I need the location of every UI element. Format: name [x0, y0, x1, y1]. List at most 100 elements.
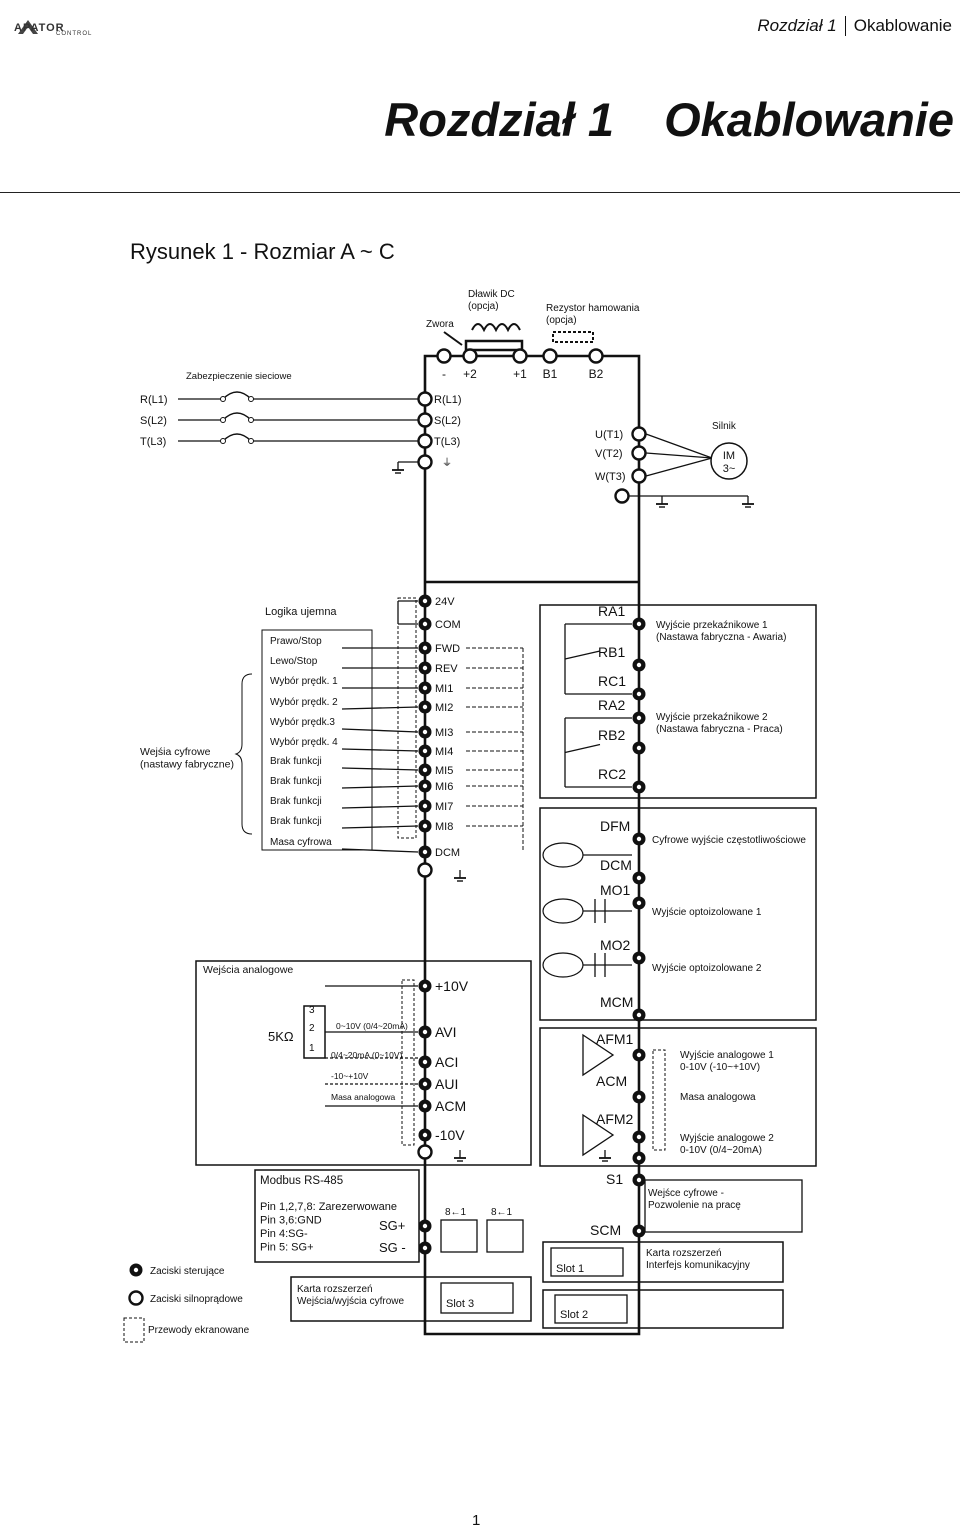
- acm-description: Masa analogowa: [680, 1092, 756, 1103]
- potentiometer-pin: 2: [309, 1023, 315, 1034]
- relay-terminal-ra2: [632, 711, 646, 725]
- rj45-label: 8←1: [445, 1207, 467, 1218]
- power-terminal-label: -: [442, 367, 446, 381]
- analog-terminal-label: AUI: [435, 1076, 458, 1092]
- output-terminal-mo2: [632, 951, 646, 965]
- output-terminal-dfm: [632, 832, 646, 846]
- afm-terminal-2: [632, 1130, 646, 1144]
- input-terminal-label: MI2: [435, 702, 453, 714]
- input-terminal-rev: [418, 661, 432, 675]
- rj45-port-icon: [440, 1219, 478, 1253]
- mains-terminal-2: [417, 433, 433, 449]
- output-terminal-dcm: [632, 871, 646, 885]
- input-terminal-label: MI6: [435, 781, 453, 793]
- header-section: Okablowanie: [853, 16, 952, 35]
- optocoupler-icon: [542, 952, 584, 978]
- analog-output-frame: [539, 1027, 817, 1167]
- input-terminal-label: MI7: [435, 801, 453, 813]
- relay-contact: [564, 650, 601, 660]
- s1-description: Wejśce cyfrowe -Pozwolenie na pracę: [648, 1188, 741, 1211]
- shield-outline: [397, 597, 417, 839]
- motor-ground-terminal: [614, 488, 630, 504]
- afm-terminal-1: [632, 1090, 646, 1104]
- motor-terminal-label: W(T3): [595, 471, 626, 483]
- input-function-label: Brak funkcji: [270, 816, 322, 827]
- output-terminal-label: MCM: [600, 994, 633, 1010]
- output-terminal-label: DCM: [600, 857, 632, 873]
- input-function-label: Wybór prędk. 1: [270, 676, 338, 687]
- relay-terminal-label: RC2: [598, 766, 626, 782]
- input-function-label: Brak funkcji: [270, 756, 322, 767]
- analog-terminal-1: [418, 1025, 432, 1039]
- input-terminal-mi5: [418, 763, 432, 777]
- input-terminal-label: MI3: [435, 727, 453, 739]
- input-terminal-mi7: [418, 799, 432, 813]
- input-terminal-fwd: [418, 641, 432, 655]
- modbus-terminal-label: SG -: [379, 1240, 406, 1255]
- mains-ground-terminal: [417, 454, 433, 470]
- mains-terminal-label: T(L3): [434, 436, 460, 448]
- rj45-label: 8←1: [491, 1207, 513, 1218]
- jumper-arrow: [443, 331, 463, 346]
- scm-terminal-label: SCM: [590, 1222, 621, 1238]
- input-terminal-label: 24V: [435, 596, 455, 608]
- relay-terminal-rb1: [632, 658, 646, 672]
- output-terminal-label: DFM: [600, 818, 630, 834]
- mains-terminal-0: [417, 391, 433, 407]
- dc-choke-label: Dławik DC(opcja): [468, 289, 515, 312]
- analog-terminal-3: [418, 1077, 432, 1091]
- input-terminal-label: MI4: [435, 746, 453, 758]
- modbus-terminal-0: [418, 1219, 432, 1233]
- dcm-power-terminal: [417, 862, 433, 878]
- slot3-box: [440, 1282, 514, 1314]
- relay1-description: Wyjście przekaźnikowe 1(Nastawa fabryczn…: [656, 620, 786, 643]
- relay2-description: Wyjście przekaźnikowe 2(Nastawa fabryczn…: [656, 712, 783, 735]
- input-function-label: Prawo/Stop: [270, 636, 322, 647]
- dfm-description: Cyfrowe wyjście częstotliwościowe: [652, 835, 806, 846]
- analog-terminal-5: [418, 1128, 432, 1142]
- motor-terminal-1: [631, 445, 647, 461]
- input-terminal-label: FWD: [435, 643, 460, 655]
- title-rule: [0, 192, 960, 193]
- analog-power-terminal: [417, 1144, 433, 1160]
- motor-terminal-2: [631, 468, 647, 484]
- afm-terminal-3: [632, 1151, 646, 1165]
- s1-frame: [644, 1179, 803, 1233]
- scm-terminal: [632, 1224, 646, 1238]
- relay-terminal-rc2: [632, 780, 646, 794]
- motor-label: Silnik: [712, 421, 737, 432]
- input-terminal-dcm: [418, 845, 432, 859]
- input-functions-frame: [261, 629, 373, 851]
- analog-terminal-label: ACI: [435, 1054, 458, 1070]
- input-function-label: Brak funkcji: [270, 776, 322, 787]
- input-function-label: Lewo/Stop: [270, 656, 318, 667]
- brake-resistor: [552, 331, 594, 343]
- output-terminal-label: MO2: [600, 937, 631, 953]
- input-terminal-label: REV: [435, 663, 458, 675]
- motor-wire: [645, 433, 713, 459]
- slot2-frame: [542, 1289, 784, 1329]
- analog-note: 0/4~20mA (0~10V): [331, 1050, 403, 1060]
- analog-note: 0~10V (0/4~20mA): [336, 1021, 408, 1031]
- relay-terminal-label: RA2: [598, 697, 625, 713]
- power-terminal-label: +2: [463, 367, 477, 381]
- analog-inputs-title: Wejścia analogowe: [203, 964, 293, 976]
- fuse-contact: [220, 417, 226, 423]
- digital-inputs-title: Wejśia cyfrowe(nastawy fabryczne): [140, 746, 234, 771]
- input-terminal-label: MI1: [435, 683, 453, 695]
- relay-frame: [539, 604, 817, 799]
- page-title: Rozdział 1 Okablowanie: [384, 92, 954, 147]
- motor-terminal-0: [631, 426, 647, 442]
- ground-icon: ⏚: [442, 457, 452, 469]
- header-separator: [844, 16, 846, 36]
- jumper-label: Zwora: [426, 319, 454, 330]
- modbus-pin: Pin 5: SG+: [260, 1242, 314, 1254]
- power-terminal-0: [436, 348, 452, 364]
- brake-resistor-label: Rezystor hamowania(opcja): [546, 303, 640, 326]
- power-terminal-label: B1: [543, 367, 558, 381]
- switch-wire: [341, 748, 419, 752]
- motor-terminal-label: V(T2): [595, 448, 623, 460]
